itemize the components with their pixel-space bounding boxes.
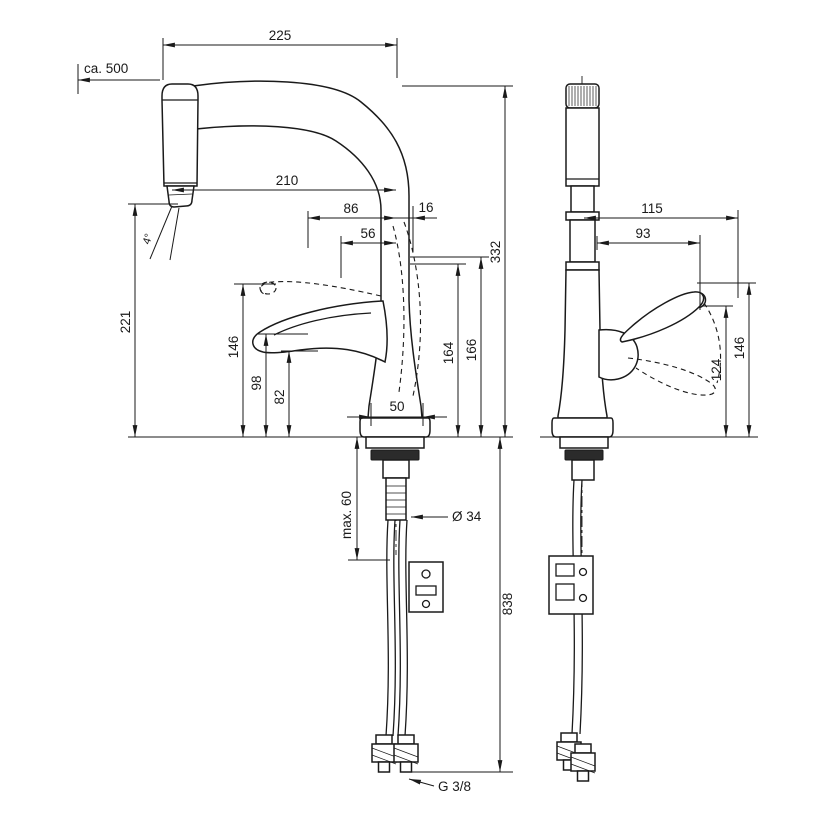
dim-g-38: G 3/8: [408, 778, 471, 794]
lever-lowered-dashed: [627, 357, 716, 396]
dim-86: 86: [307, 201, 396, 248]
dim-225-label: 225: [269, 28, 292, 43]
dim-164-label: 164: [441, 341, 456, 364]
g38-label: G 3/8: [438, 779, 471, 794]
dim-221: 221: [118, 203, 178, 437]
dim-dia-34: Ø 34: [411, 509, 482, 524]
dim-124: 124: [702, 305, 733, 437]
handle-lever-left: [252, 281, 388, 364]
dim-166: 166: [410, 256, 489, 437]
hose-connectors-right: [556, 732, 596, 782]
dim-146-left: 146: [226, 283, 276, 437]
dim-838: 838: [408, 437, 515, 773]
dim-164: 164: [410, 263, 466, 437]
lever-raised-tip-dashed: [259, 281, 277, 295]
dim-50-label: 50: [389, 399, 404, 414]
dim-166-label: 166: [464, 339, 479, 362]
dim-146-right-label: 146: [732, 337, 747, 360]
base-flange-left: [359, 417, 431, 438]
rubber-washer-left: [370, 449, 420, 461]
spray-head-front: [565, 83, 600, 187]
dim-115-label: 115: [641, 201, 663, 216]
dim-ca-500: ca. 500: [77, 61, 160, 94]
dim-82-label: 82: [272, 389, 287, 404]
handle-lever-right: [598, 291, 722, 396]
dim-221-label: 221: [118, 311, 133, 334]
pullout-hose-dashed-inner: [392, 225, 405, 393]
dia-34-label: Ø 34: [452, 509, 482, 524]
dim-124-label: 124: [709, 358, 724, 381]
knurl-texture: [568, 86, 597, 106]
dim-16: 16: [396, 200, 437, 252]
max-60-label: max. 60: [339, 491, 354, 539]
dim-86-label: 86: [343, 201, 358, 216]
dim-56: 56: [340, 226, 396, 278]
dim-146-right: 146: [697, 282, 756, 437]
mounting-hardware-right: [559, 436, 609, 481]
dim-225: 225: [162, 28, 398, 80]
dimensions: 225 ca. 500 210 86 16 56: [77, 28, 756, 794]
hose-connectors-left: [371, 734, 419, 773]
dim-146-left-label: 146: [226, 336, 241, 359]
spout-and-body: [192, 80, 423, 419]
dim-93: 93: [596, 226, 701, 310]
mounting-hardware-left: [365, 436, 425, 521]
dim-93-label: 93: [635, 226, 650, 241]
dim-ca500-label: ca. 500: [84, 61, 128, 76]
dim-82: 82: [272, 350, 318, 437]
base-flange-right: [551, 417, 614, 438]
dim-50: 50: [347, 399, 447, 426]
lever-raised-dashed: [259, 281, 382, 297]
dim-max-60: max. 60: [339, 437, 390, 561]
dim-98-label: 98: [249, 375, 264, 390]
dim-210-label: 210: [276, 173, 299, 188]
dim-332: 332: [402, 85, 513, 437]
left-view: [128, 80, 513, 773]
pullout-spray-head: [161, 83, 199, 208]
dim-angle-4: 4°: [141, 205, 180, 261]
lever-swing-arc-dashed: [703, 302, 722, 384]
angle-4-label: 4°: [141, 232, 156, 246]
dim-332-label: 332: [488, 241, 503, 264]
dim-56-label: 56: [360, 226, 375, 241]
right-view: [540, 76, 758, 782]
dim-115: 115: [584, 201, 739, 298]
dim-98: 98: [249, 333, 308, 437]
dim-838-label: 838: [500, 593, 515, 616]
threaded-shank-left: [385, 477, 407, 521]
dim-210: 210: [172, 173, 396, 193]
rubber-washer-right: [564, 449, 604, 461]
faucet-body-front: [551, 185, 614, 438]
hose-clip-left: [408, 561, 444, 613]
dim-16-label: 16: [418, 200, 433, 215]
supply-hoses-left: [385, 519, 408, 737]
hose-clip-right: [548, 555, 594, 615]
